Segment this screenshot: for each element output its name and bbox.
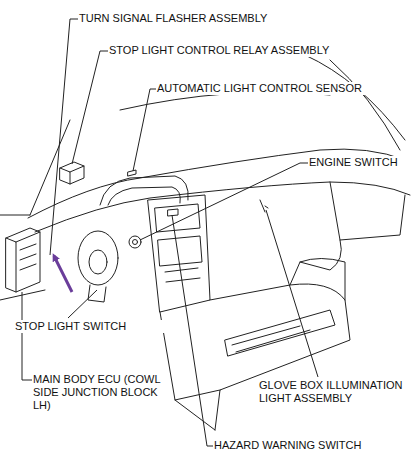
part-label: STOP LIGHT CONTROL RELAY ASSEMBLY <box>108 44 380 57</box>
leader-line <box>266 210 318 377</box>
leader-line <box>68 290 97 318</box>
leader-line <box>72 51 108 164</box>
steering-wheel <box>78 231 118 285</box>
cluster-hood <box>100 176 188 205</box>
steering-column <box>88 285 106 302</box>
highlight-arrow <box>54 256 72 292</box>
hazard-switch <box>168 209 178 216</box>
part-label: ENGINE SWITCH <box>308 156 420 169</box>
left-cowl-lines <box>0 215 45 300</box>
leader-line <box>133 89 156 171</box>
light-sensor <box>128 170 136 176</box>
leader-line <box>172 215 213 446</box>
part-label: TURN SIGNAL FLASHER ASSEMBLY <box>78 12 340 25</box>
relay-box <box>60 162 84 184</box>
glove-box <box>260 182 405 270</box>
steering-hub <box>89 250 107 274</box>
leader-line <box>50 19 78 255</box>
part-label: HAZARD WARNING SWITCH <box>213 439 415 452</box>
main-body-ecu-box <box>6 228 40 292</box>
center-stack <box>148 195 210 312</box>
engine-switch-knob <box>129 236 141 248</box>
part-label: STOP LIGHT SWITCH <box>14 320 176 333</box>
engine-switch-center <box>133 240 138 245</box>
leader-line <box>22 292 32 380</box>
leader-line <box>140 163 308 240</box>
part-label: MAIN BODY ECU (COWL SIDE JUNCTION BLOCK … <box>32 373 168 412</box>
part-label: GLOVE BOX ILLUMINATION LIGHT ASSEMBLY <box>258 379 418 405</box>
part-label: AUTOMATIC LIGHT CONTROL SENSOR <box>156 82 418 95</box>
